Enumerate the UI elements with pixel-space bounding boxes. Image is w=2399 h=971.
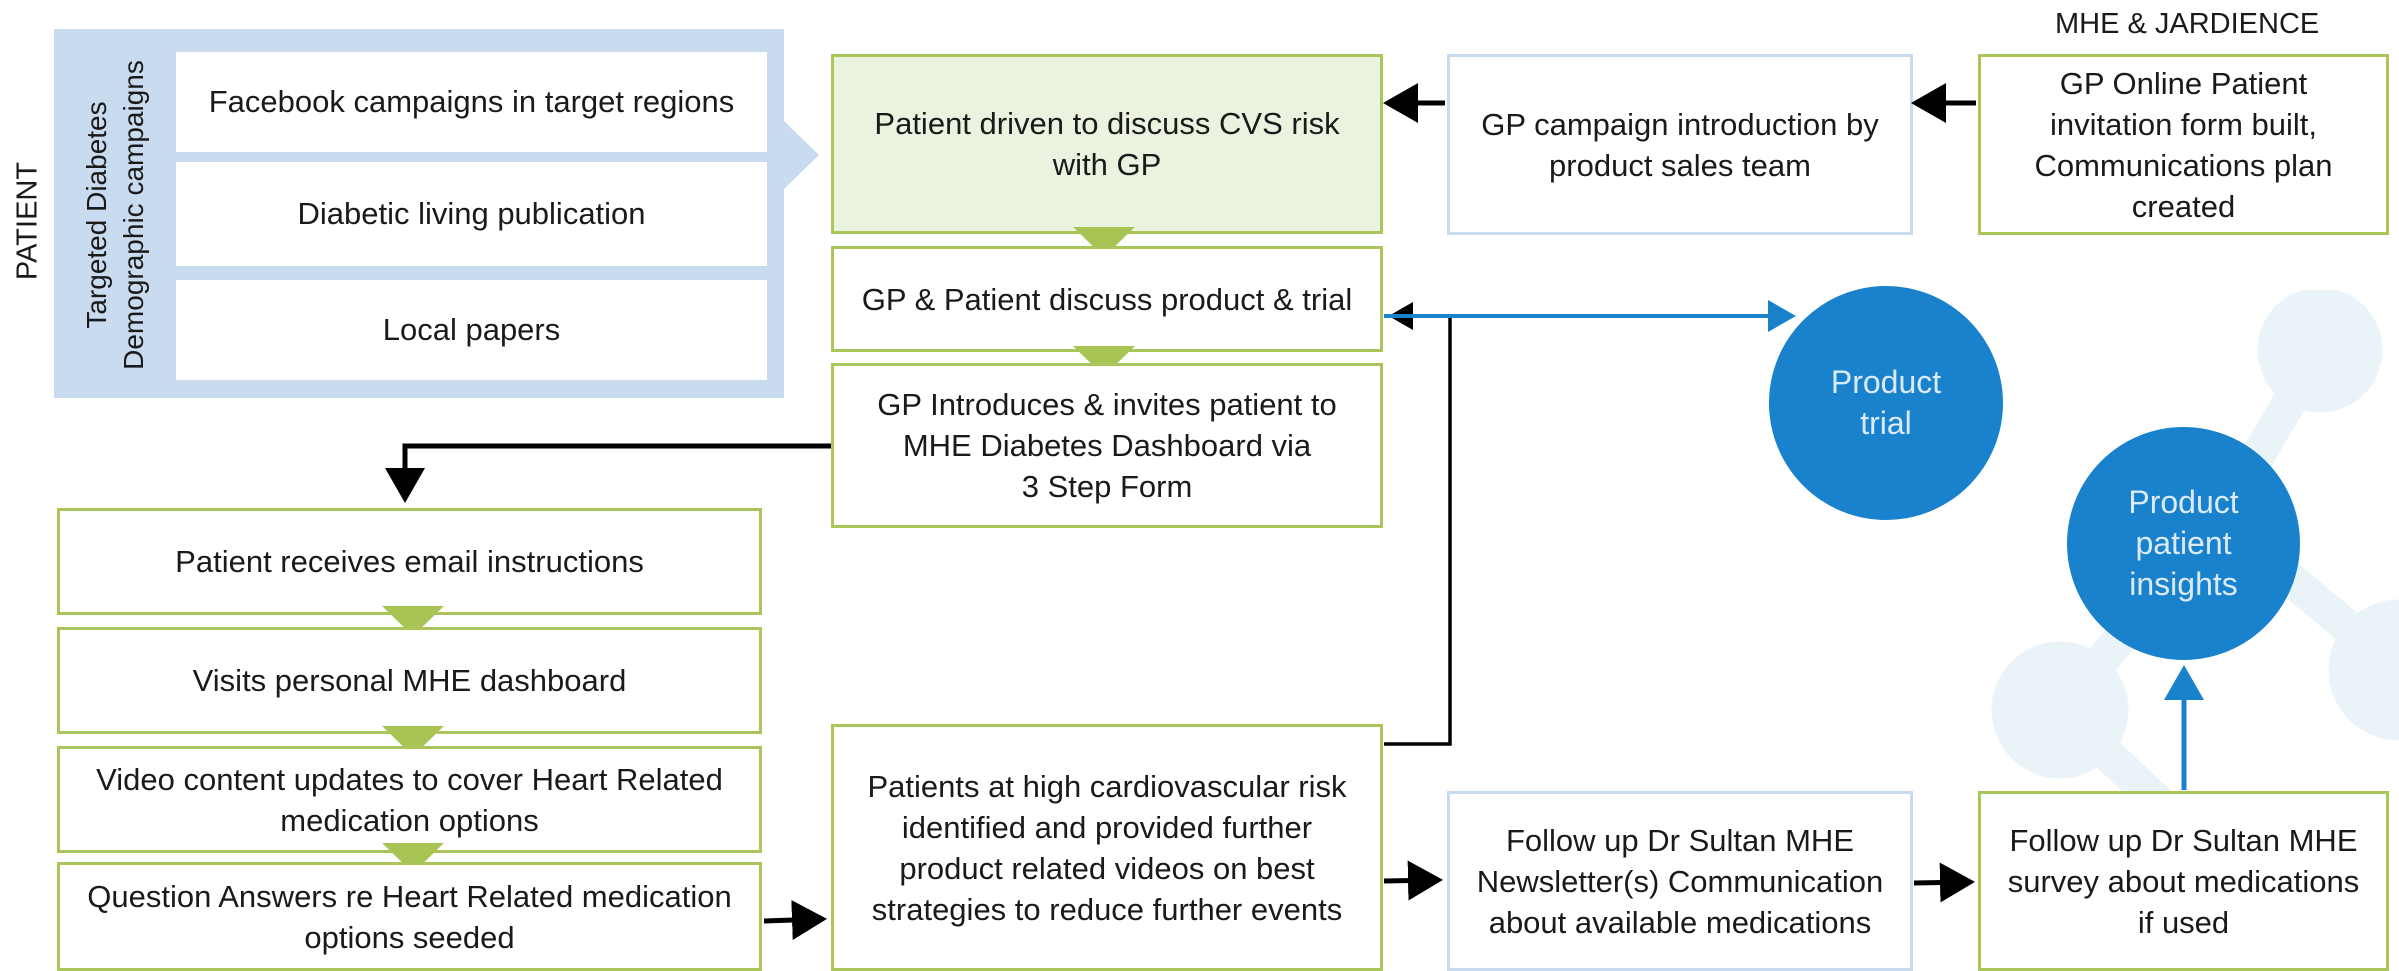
product-insights-circle: Product patient insights xyxy=(2067,427,2300,660)
arrow-introduces-to-email xyxy=(385,443,831,503)
mhe-jardience-label: MHE & JARDIENCE xyxy=(2055,8,2320,40)
gp-online-form-box: GP Online Patient invitation form built,… xyxy=(1978,54,2389,235)
gp-introduces-line3: 3 Step Form xyxy=(1021,469,1193,504)
campaign-item-diabetic-living: Diabetic living publication xyxy=(176,162,767,266)
high-risk-patients-box: Patients at high cardiovascular risk ide… xyxy=(831,724,1383,971)
campaign-item-facebook: Facebook campaigns in target regions xyxy=(176,52,767,152)
arrow-high-risk-to-discuss xyxy=(1384,302,1452,746)
gp-campaign-intro-box: GP campaign introduction by product sale… xyxy=(1447,54,1913,235)
question-answers-box: Question Answers re Heart Related medica… xyxy=(57,862,762,971)
campaign-item-local-papers: Local papers xyxy=(176,280,767,380)
gp-introduces-line1: GP Introduces & invites patient to xyxy=(877,387,1337,422)
survey-box: Follow up Dr Sultan MHE survey about med… xyxy=(1978,791,2389,971)
arrow-high-risk-to-newsletter xyxy=(1383,860,1443,901)
gp-introduces-box: GP Introduces & invites patient to MHE D… xyxy=(831,363,1383,528)
arrow-newsletter-to-survey xyxy=(1913,862,1975,903)
discuss-cvs-box: Patient driven to discuss CVS risk with … xyxy=(831,54,1383,234)
email-instructions-box: Patient receives email instructions xyxy=(57,508,762,615)
gp-introduces-line2: MHE Diabetes Dashboard via xyxy=(902,428,1312,463)
campaign-group-pointer xyxy=(783,120,819,190)
newsletter-box: Follow up Dr Sultan MHE Newsletter(s) Co… xyxy=(1447,791,1913,971)
gp-patient-discuss-box: GP & Patient discuss product & trial xyxy=(831,246,1383,352)
arrow-questions-to-high-risk xyxy=(763,900,827,941)
mhe-dashboard-box: Visits personal MHE dashboard xyxy=(57,627,762,734)
product-trial-circle: Product trial xyxy=(1769,286,2003,520)
